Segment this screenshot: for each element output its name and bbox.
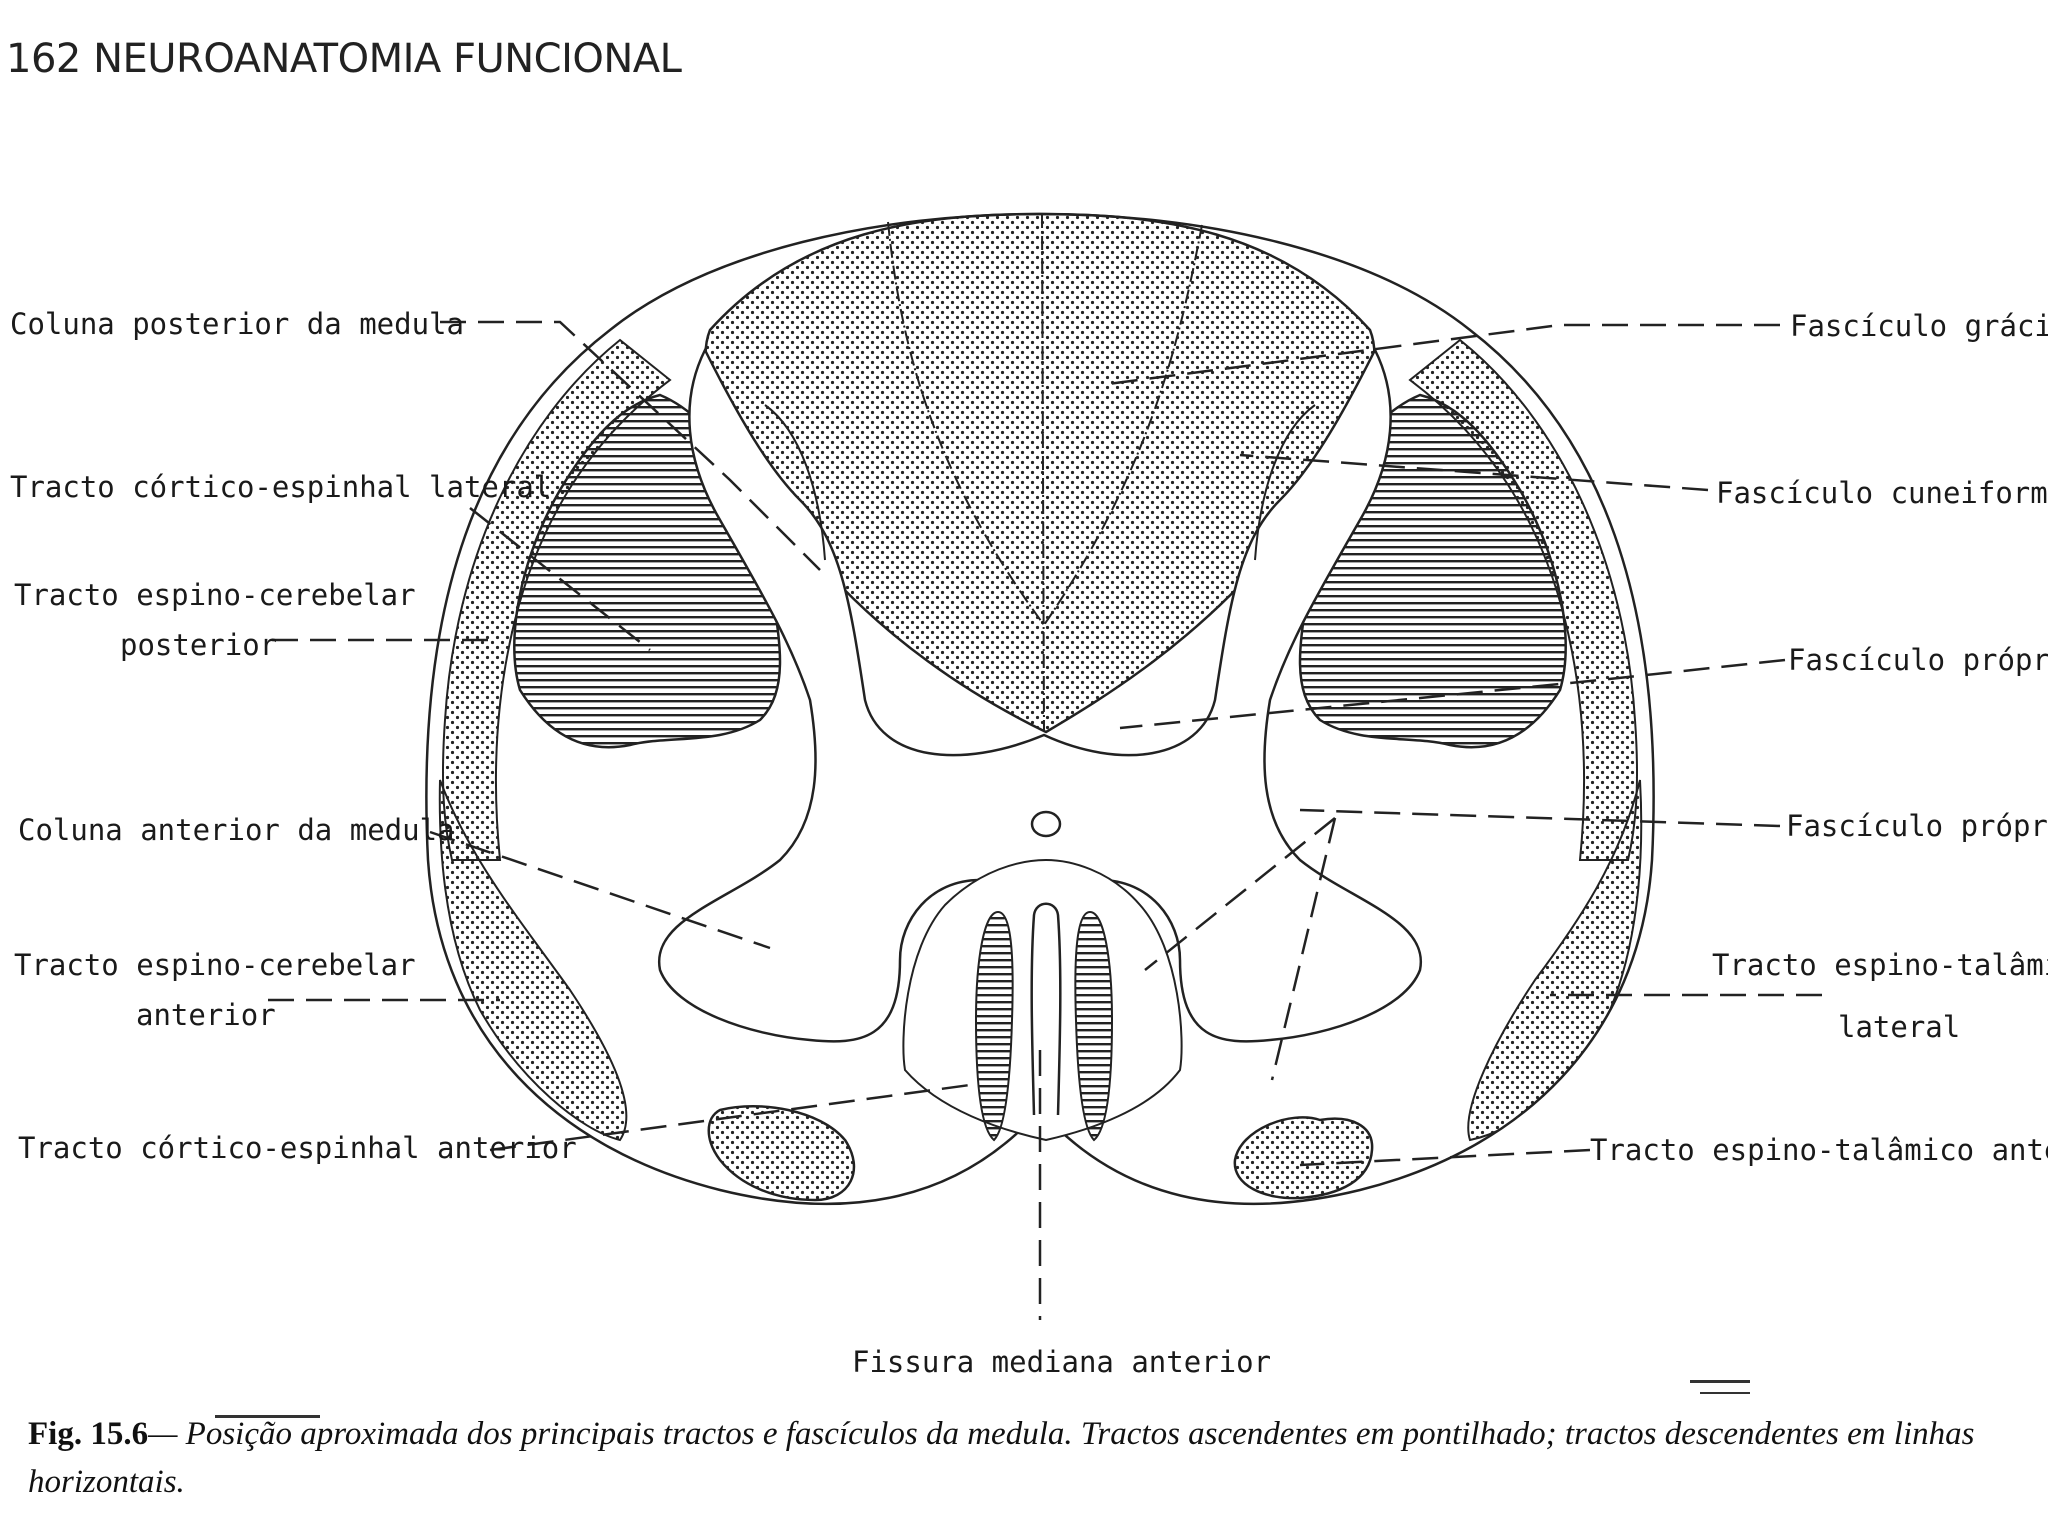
leader-coluna-anterior: [429, 830, 771, 950]
spinothalamic-lateral-right: [1467, 779, 1643, 1142]
label-fissura-mediana-anterior: Fissura mediana anterior: [852, 1345, 1271, 1379]
label-espino-cerebelar-posterior-1: Tracto espino-cerebelar: [14, 578, 416, 612]
grey-matter: [657, 347, 1423, 1043]
label-espino-talamico-anterior: Tracto espino-talâmico anterior: [1590, 1133, 2048, 1167]
leader-fasciculo-proprio-2: [1144, 808, 1781, 1081]
posterior-horn-left: [764, 404, 826, 561]
label-fasciculo-proprio-2: Fascículo próprio: [1786, 809, 2048, 843]
spinothalamic-anterior-left: [707, 1105, 856, 1202]
label-coluna-anterior: Coluna anterior da medula: [18, 813, 455, 847]
label-fasciculo-cuneiforme: Fascículo cuneiforme: [1716, 476, 2048, 510]
label-espino-cerebelar-anterior-1: Tracto espino-cerebelar: [14, 948, 416, 982]
leader-cortico-espinhal-anterior: [489, 1083, 971, 1152]
leader-lines: [268, 320, 1822, 1320]
label-cortico-espinhal-anterior: Tracto córtico-espinhal anterior: [18, 1131, 577, 1165]
spinocerebellar-anterior-left: [438, 779, 628, 1142]
page-header: 162 NEUROANATOMIA FUNCIONAL: [6, 36, 682, 82]
gracile-border-right: [1043, 224, 1203, 626]
leader-espino-talamico-anterior: [1299, 1148, 1591, 1167]
spinothalamic-anterior-right: [1233, 1116, 1374, 1200]
scan-mark-left: [215, 1415, 320, 1418]
leader-coluna-posterior: [440, 320, 821, 571]
label-coluna-posterior: Coluna posterior da medula: [10, 307, 464, 341]
figure-caption: Fig. 15.6— Posição aproximada dos princi…: [28, 1410, 2038, 1506]
scan-mark-right-2: [1700, 1392, 1750, 1394]
posterior-horn-right: [1254, 404, 1316, 561]
gracile-border-left: [887, 221, 1045, 626]
label-fasciculo-gracil: Fascículo grácil: [1790, 309, 2048, 343]
label-fasciculo-proprio-1: Fascículo próprio: [1788, 643, 2048, 677]
label-espino-talamico-lateral-2: lateral: [1838, 1010, 1960, 1044]
label-cortico-espinhal-lateral: Tracto córtico-espinhal lateral: [10, 470, 551, 504]
scan-mark-right: [1690, 1380, 1750, 1383]
central-canal: [1030, 810, 1062, 838]
caption-text: — Posição aproximada dos principais trac…: [28, 1416, 1975, 1500]
label-espino-cerebelar-posterior-2: posterior: [120, 628, 277, 662]
anterior-median-fissure: [1030, 902, 1062, 1116]
leader-fasciculo-cuneiforme: [1239, 453, 1709, 492]
label-espino-cerebelar-anterior-2: anterior: [136, 998, 276, 1032]
leader-cortico-espinhal-lateral: [469, 507, 651, 651]
corticospinal-anterior-left: [974, 910, 1014, 1142]
label-espino-talamico-lateral-1: Tracto espino-talâmico: [1712, 948, 2048, 982]
caption-figure-number: Fig. 15.6: [28, 1416, 149, 1452]
corticospinal-anterior-right: [1074, 910, 1114, 1142]
posterior-median-septum: [1041, 213, 1045, 731]
leader-fasciculo-proprio-1: [1119, 658, 1786, 730]
